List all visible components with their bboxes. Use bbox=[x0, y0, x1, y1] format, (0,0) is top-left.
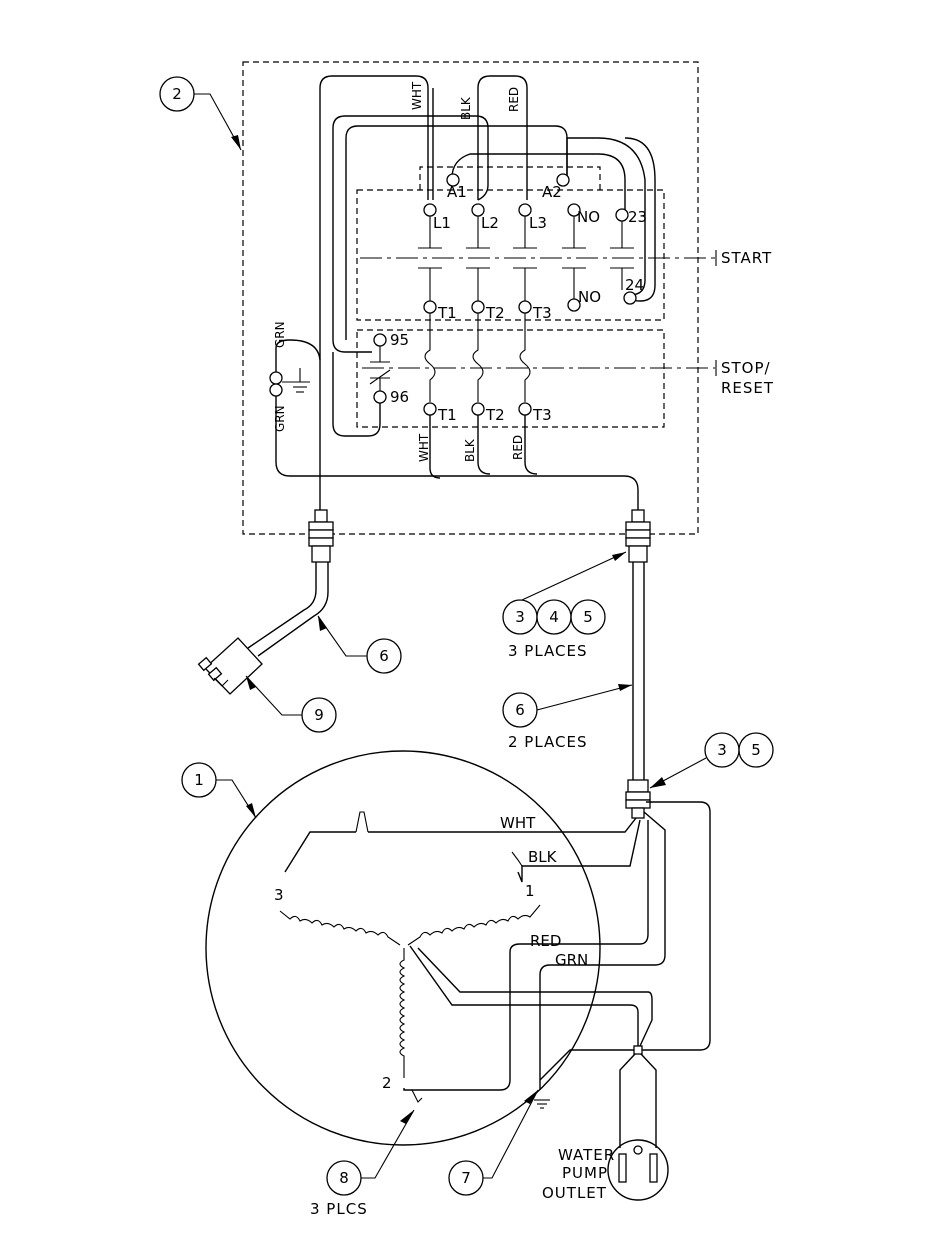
svg-text:L1: L1 bbox=[433, 214, 451, 232]
svg-text:4: 4 bbox=[549, 608, 559, 626]
callout-6-cable: 6 2 PLACES bbox=[503, 684, 632, 751]
motor-leads: WHT BLK RED GRN bbox=[285, 802, 710, 1108]
svg-text:WHT: WHT bbox=[410, 81, 424, 110]
svg-text:RED: RED bbox=[507, 87, 521, 112]
svg-text:7: 7 bbox=[461, 1169, 471, 1187]
cord-grip-bottom-right bbox=[626, 780, 650, 818]
svg-text:WHT: WHT bbox=[417, 433, 431, 462]
callout-2: 2 bbox=[160, 77, 241, 150]
svg-text:6: 6 bbox=[515, 701, 525, 719]
motor-leads-out: WHT BLK RED bbox=[417, 415, 537, 478]
svg-text:5: 5 bbox=[751, 741, 761, 759]
svg-text:95: 95 bbox=[390, 331, 409, 349]
svg-text:L2: L2 bbox=[481, 214, 499, 232]
svg-text:3: 3 bbox=[717, 741, 727, 759]
callout-3-4-5: 3 4 5 3 PLACES bbox=[503, 552, 626, 660]
svg-text:2 PLACES: 2 PLACES bbox=[508, 733, 588, 751]
water-pump-outlet: WATER PUMP OUTLET bbox=[542, 1046, 668, 1202]
power-cord bbox=[248, 562, 328, 656]
svg-text:9: 9 bbox=[314, 706, 324, 724]
overload-relay: 95 96 T1 T2 T3 bbox=[333, 313, 552, 436]
svg-text:A2: A2 bbox=[542, 183, 562, 201]
reset-label: RESET bbox=[721, 379, 774, 397]
callout-3-5: 3 5 bbox=[650, 733, 773, 788]
svg-text:24: 24 bbox=[625, 276, 644, 294]
svg-text:3: 3 bbox=[274, 886, 284, 904]
start-label: START bbox=[721, 249, 772, 267]
cord-grip-left bbox=[309, 510, 333, 562]
svg-text:NO: NO bbox=[578, 288, 601, 306]
callout-9-plug: 9 bbox=[246, 676, 336, 732]
svg-text:WHT: WHT bbox=[500, 814, 536, 832]
svg-text:T3: T3 bbox=[532, 406, 552, 424]
coil-terminals: A1 A2 bbox=[447, 174, 569, 201]
svg-text:1: 1 bbox=[525, 882, 535, 900]
svg-text:2: 2 bbox=[382, 1074, 392, 1092]
line-terminals: L1 L2 L3 NO 23 bbox=[424, 204, 647, 232]
svg-text:8: 8 bbox=[339, 1169, 349, 1187]
svg-text:1: 1 bbox=[194, 771, 204, 789]
svg-text:WATER: WATER bbox=[558, 1146, 615, 1164]
svg-text:GRN: GRN bbox=[555, 951, 588, 969]
svg-text:OUTLET: OUTLET bbox=[542, 1184, 607, 1202]
svg-text:T2: T2 bbox=[485, 406, 505, 424]
svg-text:NO: NO bbox=[577, 208, 600, 226]
svg-text:2: 2 bbox=[172, 85, 182, 103]
svg-text:T3: T3 bbox=[532, 304, 552, 322]
svg-text:3 PLCS: 3 PLCS bbox=[310, 1200, 368, 1218]
svg-text:BLK: BLK bbox=[528, 848, 558, 866]
svg-text:GRN: GRN bbox=[273, 405, 287, 432]
svg-text:6: 6 bbox=[379, 647, 389, 665]
svg-text:T1: T1 bbox=[437, 406, 457, 424]
svg-text:RED: RED bbox=[511, 435, 525, 460]
contactor-boundary bbox=[357, 190, 664, 320]
svg-text:PUMP: PUMP bbox=[562, 1164, 608, 1182]
stop-label: STOP/ bbox=[721, 359, 771, 377]
motor-cable bbox=[633, 562, 644, 780]
callout-6-cord: 6 bbox=[318, 616, 401, 673]
svg-text:A1: A1 bbox=[447, 183, 467, 201]
svg-text:L3: L3 bbox=[529, 214, 547, 232]
callout-8: 8 3 PLCS bbox=[310, 1110, 414, 1218]
svg-text:3: 3 bbox=[515, 608, 525, 626]
svg-text:BLK: BLK bbox=[459, 96, 473, 120]
svg-text:3 PLACES: 3 PLACES bbox=[508, 642, 588, 660]
svg-text:T2: T2 bbox=[485, 304, 505, 322]
svg-text:23: 23 bbox=[628, 208, 647, 226]
svg-text:GRN: GRN bbox=[273, 321, 287, 348]
motor-windings: 1 3 2 bbox=[274, 882, 540, 1092]
cord-grip-top-right bbox=[626, 510, 650, 562]
svg-text:BLK: BLK bbox=[463, 438, 477, 462]
load-terminals: T1 T2 T3 NO 24 bbox=[424, 276, 644, 322]
svg-text:96: 96 bbox=[390, 388, 409, 406]
callout-7: 7 bbox=[449, 1090, 538, 1195]
svg-text:RED: RED bbox=[530, 932, 561, 950]
callout-1: 1 bbox=[182, 763, 256, 818]
svg-text:T1: T1 bbox=[437, 304, 457, 322]
svg-text:5: 5 bbox=[583, 608, 593, 626]
